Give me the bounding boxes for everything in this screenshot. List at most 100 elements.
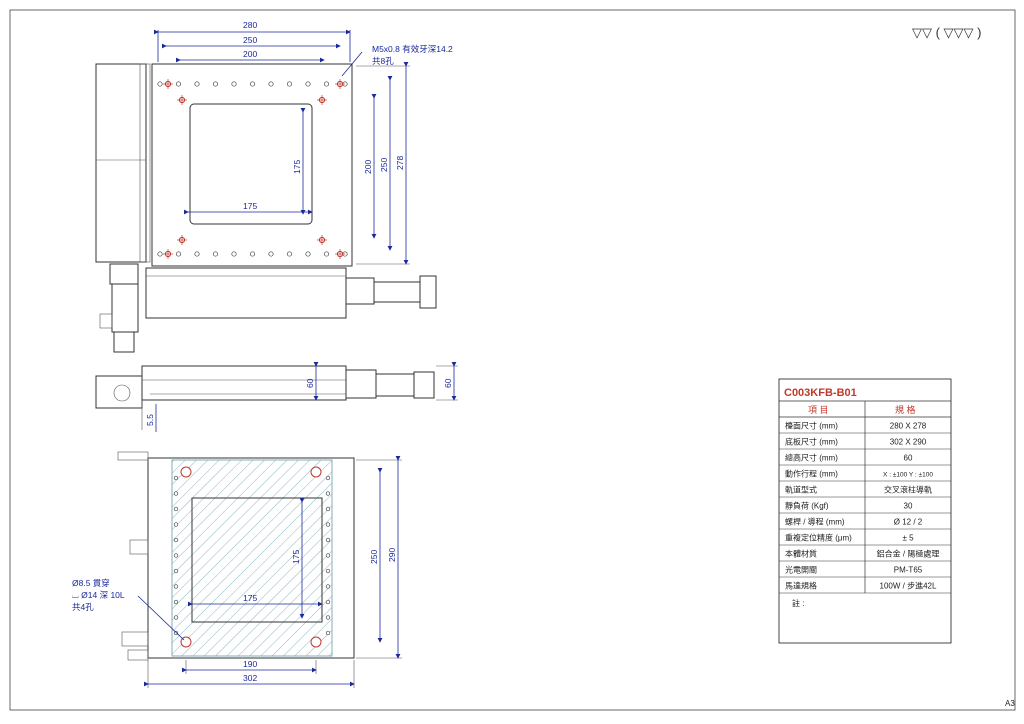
dim-side-5-5: 5.5 — [145, 414, 155, 426]
dim-top-250: 250 — [243, 35, 257, 45]
spec-row-value: Ø 12 / 2 — [894, 518, 923, 527]
dim-top-280: 280 — [243, 20, 257, 30]
mount-hole-tr — [310, 466, 322, 478]
right-motor — [373, 281, 421, 303]
hole-note-line1: Ø8.5 貫穿 — [72, 578, 110, 588]
spec-row-value: 60 — [904, 454, 913, 463]
hatched-area — [171, 459, 333, 657]
spec-row-value: PM-T65 — [894, 566, 923, 575]
spec-row-item: 重複定位精度 (μm) — [785, 533, 852, 543]
dim-top-175h: 175 — [243, 201, 257, 211]
plate-hole — [231, 251, 237, 257]
base-hole — [325, 568, 331, 574]
model-number: C003KFB-B01 — [784, 387, 857, 399]
plate-hole — [268, 251, 274, 257]
dim-top-200: 200 — [243, 49, 257, 59]
bottom-center-window — [191, 497, 323, 623]
side-view: 60 60 5.5 — [95, 362, 458, 432]
sheet-border — [9, 9, 1016, 711]
plate-hole — [286, 251, 293, 257]
plate-hole — [286, 81, 293, 87]
spec-row-value: 302 X 290 — [890, 438, 927, 447]
spec-row-value: ± 5 — [902, 534, 914, 543]
dim-bot-175v: 175 — [291, 550, 301, 564]
plate-hole — [249, 251, 256, 257]
mount-hole-tl — [180, 466, 192, 478]
base-hole — [173, 475, 179, 481]
dim-top-200v: 200 — [363, 160, 373, 174]
plate-hole — [175, 251, 182, 257]
side-left-motor — [95, 375, 143, 409]
base-hole — [325, 506, 331, 512]
base-hole — [173, 537, 179, 543]
spec-row-value: 交叉滾柱導軌 — [884, 485, 932, 495]
spec-row-value: 100W / 步進42L — [880, 582, 937, 591]
left-housing — [95, 63, 147, 263]
base-hole — [325, 584, 331, 589]
spec-row-item: 底板尺寸 (mm) — [785, 437, 838, 447]
thread-note-line2: 共8孔 — [372, 56, 394, 66]
spec-row-item: 軌道型式 — [785, 485, 817, 495]
spec-row-item: 本體材質 — [785, 549, 817, 559]
side-body — [141, 365, 347, 401]
spec-table: C003KFB-B01 項 目 規 格 檯面尺寸 (mm)280 X 278底板… — [778, 378, 952, 644]
base-hole — [173, 522, 179, 527]
dim-bot-190: 190 — [243, 659, 257, 669]
base-hole — [173, 491, 179, 496]
plate-hole — [194, 251, 200, 257]
thread-note-line1: M5x0.8 有效牙深14.2 — [372, 44, 453, 54]
dim-bot-175h: 175 — [243, 593, 257, 603]
center-window — [189, 103, 313, 225]
plate-hole — [231, 81, 237, 87]
dim-top-175v: 175 — [292, 160, 302, 174]
base-hole — [325, 475, 331, 481]
lower-carriage — [145, 267, 347, 319]
spec-row-item: 螺桿 / 導程 (mm) — [785, 517, 845, 527]
base-hole — [173, 553, 179, 558]
spec-row-item: 馬達規格 — [785, 581, 817, 591]
header-spec: 規 格 — [895, 404, 916, 415]
dim-side-60a: 60 — [305, 378, 315, 388]
plate-hole — [175, 81, 182, 87]
dim-bot-250: 250 — [369, 550, 379, 564]
plate-hole — [157, 81, 163, 87]
spec-row-value: X : ±100 Y : ±100 — [883, 472, 933, 479]
base-hole — [325, 537, 331, 543]
base-hole — [173, 630, 179, 636]
sheet-size-mark: A3 — [1005, 699, 1015, 708]
plate-hole — [305, 251, 311, 257]
spec-row-value: 30 — [904, 502, 913, 511]
base-hole — [325, 630, 331, 636]
plate-hole — [323, 251, 330, 257]
left-motor — [111, 283, 139, 333]
mount-hole-br — [310, 636, 322, 648]
base-hole — [173, 568, 179, 574]
remark-label: 註 : — [792, 598, 804, 608]
base-hole — [173, 599, 179, 605]
table-plate — [151, 63, 353, 267]
hole-note-line2: ⌴ Ø14 深 10L — [72, 590, 125, 600]
top-view: 280 250 200 278 250 200 175 175 M5x0.8 有… — [95, 20, 453, 353]
surface-finish-symbol: ▽▽ ( ▽▽▽ ) — [912, 25, 981, 40]
base-hole — [173, 584, 179, 589]
plate-hole — [157, 251, 163, 257]
base-plate — [147, 457, 355, 659]
dim-top-278: 278 — [395, 156, 405, 170]
dim-side-60b: 60 — [443, 378, 453, 388]
base-hole — [325, 491, 331, 496]
spec-row-item: 總高尺寸 (mm) — [785, 453, 838, 463]
dim-bot-290: 290 — [387, 548, 397, 562]
base-hole — [325, 553, 331, 558]
spec-row-value: 鋁合金 / 陽極處理 — [877, 549, 940, 559]
base-hole — [173, 506, 179, 512]
plate-hole — [249, 81, 256, 87]
spec-row-item: 動作行程 (mm) — [785, 469, 838, 479]
base-hole — [173, 615, 179, 620]
plate-hole — [194, 81, 200, 87]
plate-hole — [323, 81, 330, 87]
plate-hole — [268, 81, 274, 87]
bottom-view: 290 250 175 175 190 302 Ø8.5 貫穿 ⌴ Ø14 深 … — [72, 451, 402, 688]
dim-bot-302: 302 — [243, 673, 257, 683]
base-hole — [325, 599, 331, 605]
dim-top-250v: 250 — [379, 158, 389, 172]
